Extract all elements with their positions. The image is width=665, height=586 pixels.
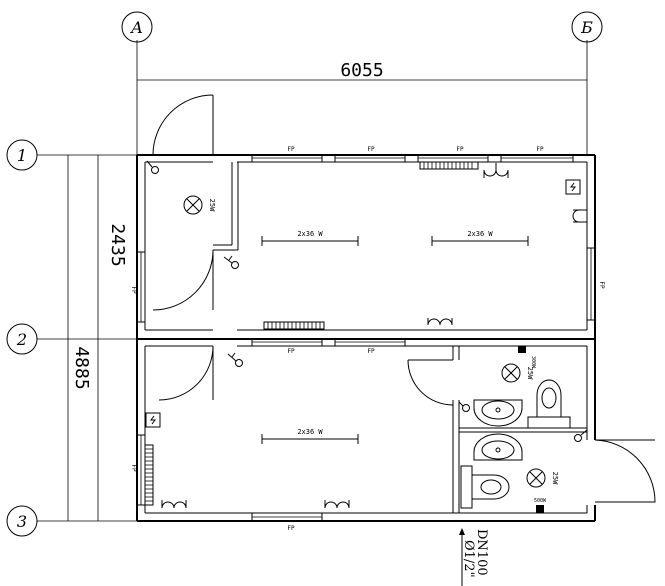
switch-icon (458, 401, 470, 412)
switch-icon (223, 255, 239, 269)
window-label: FP (367, 146, 375, 153)
dimension-width: 6055 (340, 60, 383, 81)
vestibule-partition (213, 162, 239, 251)
socket-icon (572, 209, 587, 223)
ceiling-light-icon (501, 363, 521, 383)
toilet-icon (527, 379, 571, 429)
door-lower-room (158, 345, 214, 401)
heater-box-icon (536, 505, 544, 513)
pipe-inlet-arrow (459, 528, 465, 586)
fluorescent-lamp (431, 236, 529, 246)
axis-bubble-b (571, 11, 603, 43)
fluorescent-lamp (261, 434, 359, 444)
lamp-label: 2x36 W (467, 230, 493, 238)
bulb-label: 25W (551, 472, 559, 485)
socket-icon (324, 500, 350, 509)
exterior-walls (136, 154, 596, 522)
window-label: FP (287, 146, 295, 153)
radiator-left (144, 444, 154, 506)
door-entrance (152, 94, 214, 311)
ceiling-light-icon (183, 195, 203, 215)
axis-label-1: 1 (17, 146, 27, 165)
lamp-label: 2x36 W (297, 428, 323, 436)
window-label: FP (287, 525, 295, 532)
window-label: FP (536, 146, 544, 153)
window-label: FP (456, 146, 464, 153)
door-exterior-bath (594, 439, 656, 503)
ceiling-light-icon (526, 468, 546, 488)
bulb-label: 25W (526, 367, 534, 380)
socket-icon (483, 163, 509, 178)
fluorescent-lamp (261, 236, 359, 246)
window-label: FP (367, 348, 375, 355)
windows (136, 154, 596, 522)
pipe-diameter-label: Ø1/2" (461, 540, 476, 578)
window-label: FP (598, 281, 605, 289)
junction-box-icon (518, 346, 526, 353)
switch-icon (146, 160, 159, 174)
junction-box-label: 300W (530, 356, 536, 369)
pipe-dn-label: DN100 (474, 529, 489, 576)
dimension-total-height: 4885 (71, 346, 92, 389)
distribution-board-icon (565, 179, 581, 195)
axis-label-b: Б (580, 18, 593, 37)
radiator-middle (263, 321, 325, 330)
washbasin-icon (473, 399, 523, 427)
switch-icon (574, 429, 588, 442)
washbasin-icon (473, 433, 523, 461)
axis-label-2: 2 (16, 330, 27, 349)
radiator-top (419, 161, 479, 170)
axis-bubble-a (121, 11, 153, 43)
bulb-label: 25W (208, 199, 216, 212)
socket-icon (427, 318, 453, 326)
window-label: FP (130, 464, 137, 472)
door-bathroom (407, 359, 454, 406)
dimension-upper-height: 2435 (107, 223, 128, 266)
lamp-label: 2x36 W (297, 230, 323, 238)
switch-icon (227, 352, 243, 367)
window-label: FP (130, 286, 137, 294)
distribution-board-icon (145, 412, 161, 428)
heater-box-label: 500W (534, 498, 547, 504)
socket-icon (161, 500, 187, 509)
axis-label-a: A (129, 18, 143, 37)
toilet-icon (460, 465, 510, 509)
axis-label-3: 3 (17, 512, 27, 531)
window-label: FP (287, 348, 295, 355)
